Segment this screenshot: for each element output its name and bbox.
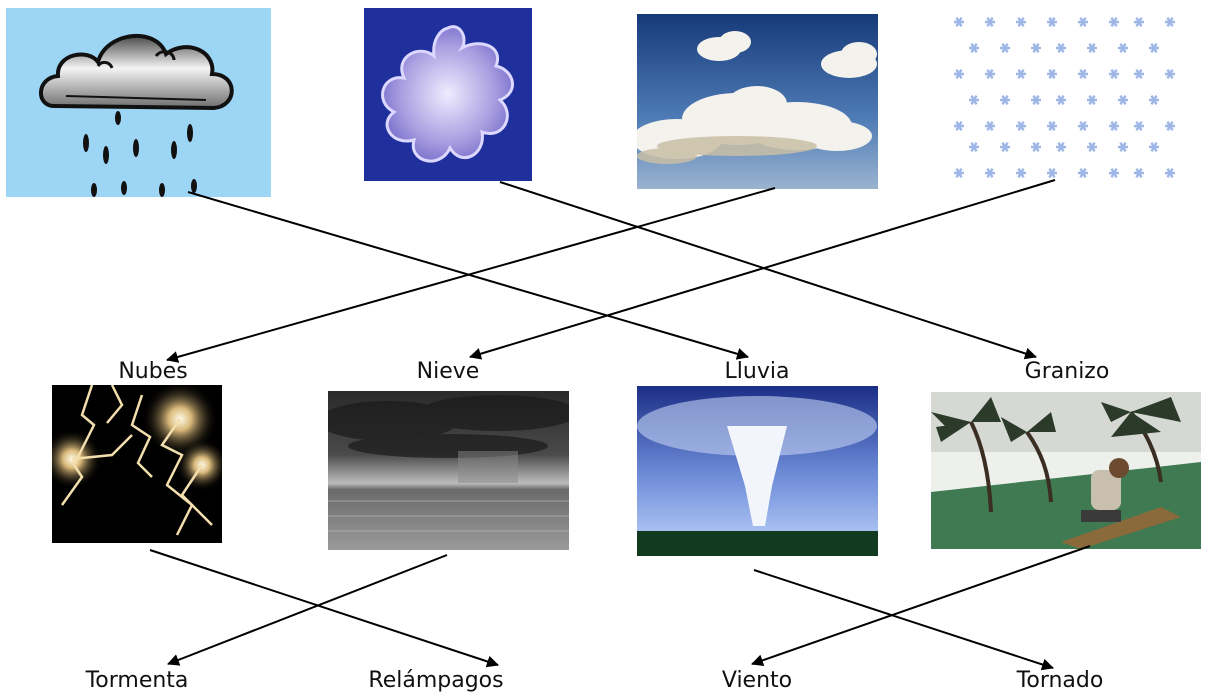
snowflake-dot [969, 43, 979, 53]
arrow-snowflake-to-granizo [499, 181, 1037, 360]
snowflake-dot [1056, 43, 1066, 53]
clouds-sky-image [637, 14, 878, 189]
wind-icon [931, 392, 1201, 549]
storm-sea-image [328, 391, 569, 550]
snow-pattern-image [945, 10, 1190, 190]
snowflake-dot [1134, 168, 1144, 178]
lightning-image [52, 385, 222, 543]
snowflake-dot [1078, 121, 1088, 131]
snowflake-dot [954, 17, 964, 27]
rain-cloud-icon [6, 8, 271, 197]
tornado-icon [637, 386, 878, 556]
label-lluvia: Lluvia [724, 359, 790, 384]
snowflake-dot [1087, 95, 1097, 105]
clouds-icon [637, 14, 878, 189]
snowflake-dot [1000, 43, 1010, 53]
rain-cloud-image [6, 8, 271, 197]
lightning-icon [52, 385, 222, 543]
snowflake-dot [1118, 95, 1128, 105]
snowflake-dot [1118, 43, 1128, 53]
tornado-image [637, 386, 878, 556]
snowflake-dot [1165, 121, 1175, 131]
snowflake-dot [1134, 69, 1144, 79]
label-tormenta: Tormenta [85, 668, 189, 693]
wind-palms-image [931, 392, 1201, 549]
label-nubes: Nubes [118, 359, 188, 384]
snowflake-dot [1056, 95, 1066, 105]
arrow-tornado-to-tornado [753, 569, 1054, 671]
arrow-lightning-to-relampagos [149, 549, 499, 668]
storm-icon [328, 391, 569, 550]
snowflake-dot [985, 17, 995, 27]
snowflake-dot [1016, 17, 1026, 27]
snowflake-dot [1109, 69, 1119, 79]
arrow-snow-to-nieve [469, 179, 1056, 360]
label-nieve: Nieve [416, 359, 480, 384]
snow-pattern-icon [945, 10, 1190, 190]
snowflake-dot [1087, 142, 1097, 152]
snowflake-dot [985, 168, 995, 178]
snowflake-dot [1134, 121, 1144, 131]
snowflake-dot [1118, 142, 1128, 152]
snowflake-dot [1056, 142, 1066, 152]
snowflake-dot [1031, 142, 1041, 152]
snowflake-dot [1047, 69, 1057, 79]
snowflake-dot [969, 142, 979, 152]
snowflake-dot [1149, 95, 1159, 105]
arrow-storm-to-tormenta [167, 554, 448, 666]
snowflake-dot [1165, 69, 1175, 79]
label-relampagos: Relámpagos [368, 668, 504, 693]
snowflake-dot [1016, 121, 1026, 131]
snowflake-dot [954, 121, 964, 131]
arrow-wind-to-viento [751, 545, 1091, 667]
snowflake-image [364, 8, 532, 181]
snowflake-dot [1031, 43, 1041, 53]
label-viento: Viento [721, 668, 793, 693]
snowflake-icon [364, 8, 532, 181]
snowflake-dot [969, 95, 979, 105]
snowflake-dot [1109, 168, 1119, 178]
snowflake-dot [954, 168, 964, 178]
snowflake-dot [1078, 168, 1088, 178]
arrow-clouds-to-nubes [166, 187, 776, 363]
label-granizo: Granizo [1024, 359, 1110, 384]
snowflake-dot [1047, 168, 1057, 178]
snowflake-dot [1016, 69, 1026, 79]
snowflake-dot [1047, 121, 1057, 131]
snowflake-dot [1109, 17, 1119, 27]
snowflake-dot [1165, 17, 1175, 27]
snowflake-dot [1149, 43, 1159, 53]
snowflake-dot [1109, 121, 1119, 131]
snowflake-dot [1031, 95, 1041, 105]
snowflake-dot [1134, 17, 1144, 27]
snowflake-dot [1000, 142, 1010, 152]
snowflake-dot [1078, 69, 1088, 79]
snowflake-dot [1016, 168, 1026, 178]
label-tornado: Tornado [1016, 668, 1104, 693]
snowflake-dot [1000, 95, 1010, 105]
snowflake-dot [1087, 43, 1097, 53]
snowflake-dot [1047, 17, 1057, 27]
snowflake-dot [985, 69, 995, 79]
snowflake-dot [985, 121, 995, 131]
snowflake-dot [954, 69, 964, 79]
snowflake-dot [1165, 168, 1175, 178]
snowflake-dot [1078, 17, 1088, 27]
snowflake-dot [1149, 142, 1159, 152]
